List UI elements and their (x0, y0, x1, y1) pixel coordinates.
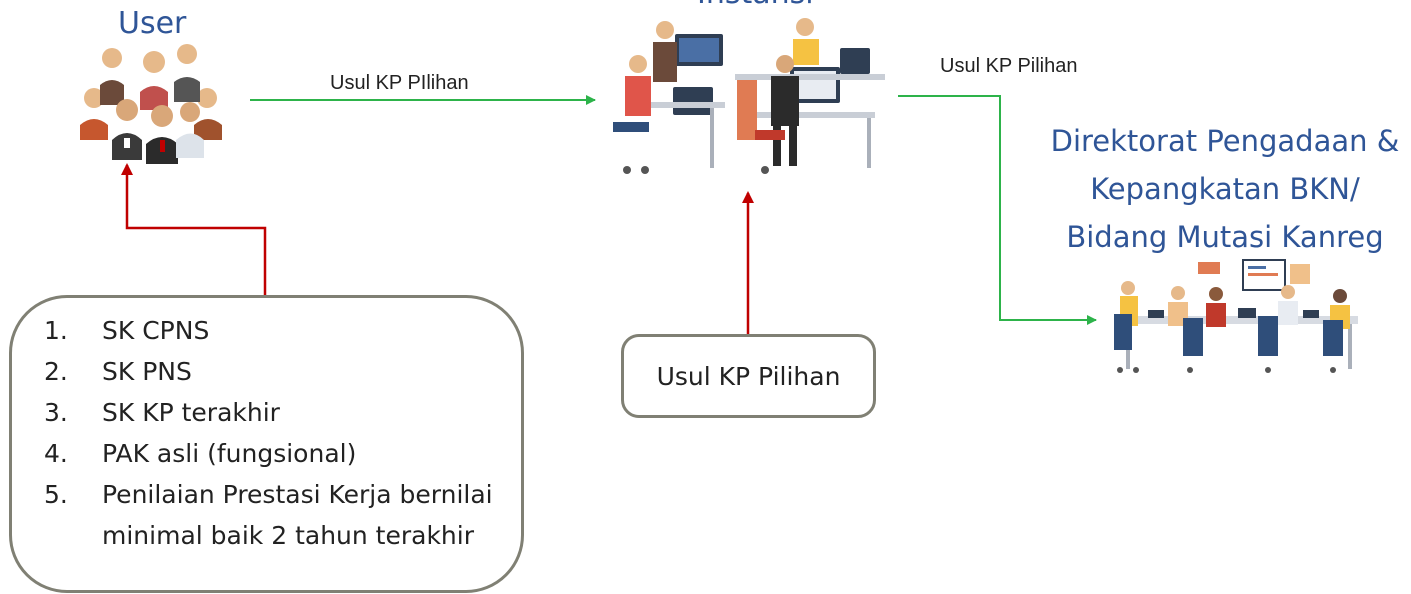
user-group-illustration (80, 44, 222, 164)
instansi-office-illustration (613, 18, 885, 174)
requirement-number: 3. (44, 398, 68, 427)
direktorat-meeting-illustration (1114, 259, 1358, 373)
requirement-number: 4. (44, 439, 68, 468)
direktorat-title-line: Direktorat Pengadaan & (1050, 124, 1400, 158)
requirement-item: 1. SK CPNS (44, 310, 502, 351)
requirement-item: 3. SK KP terakhir (44, 392, 502, 433)
instansi-title: Instansi (697, 0, 814, 11)
edge-label-user-instansi: Usul KP PIlihan (330, 72, 469, 94)
requirement-number: 1. (44, 316, 68, 345)
requirement-number: 2. (44, 357, 68, 386)
requirement-item: 5. Penilaian Prestasi Kerja bernilai mini… (44, 474, 502, 556)
direktorat-title: Direktorat Pengadaan & Kepangkatan BKN/ … (1040, 117, 1410, 261)
requirement-text: SK PNS (102, 357, 192, 386)
requirement-item: 4. PAK asli (fungsional) (44, 433, 502, 474)
requirement-text: Penilaian Prestasi Kerja bernilai minima… (102, 480, 493, 550)
requirement-text: SK KP terakhir (102, 398, 280, 427)
arrow-instansi-to-direktorat (898, 95, 1097, 325)
usul-kp-pilihan-box: Usul KP Pilihan (621, 334, 876, 418)
requirement-number: 5. (44, 480, 68, 509)
direktorat-title-line: Kepangkatan BKN/ (1090, 172, 1360, 206)
direktorat-title-line: Bidang Mutasi Kanreg (1066, 220, 1384, 254)
requirements-box: 1. SK CPNS 2. SK PNS 3. SK KP terakhir 4. PAK a… (9, 295, 524, 593)
requirement-text: SK CPNS (102, 316, 210, 345)
requirement-item: 2. SK PNS (44, 351, 502, 392)
user-title: User (118, 6, 187, 41)
edge-label-instansi-direktorat: Usul KP Pilihan (940, 55, 1078, 77)
arrow-requirements-to-user (121, 163, 267, 296)
requirement-text: PAK asli (fungsional) (102, 439, 357, 468)
requirements-list: 1. SK CPNS 2. SK PNS 3. SK KP terakhir 4. PAK a… (44, 310, 502, 556)
